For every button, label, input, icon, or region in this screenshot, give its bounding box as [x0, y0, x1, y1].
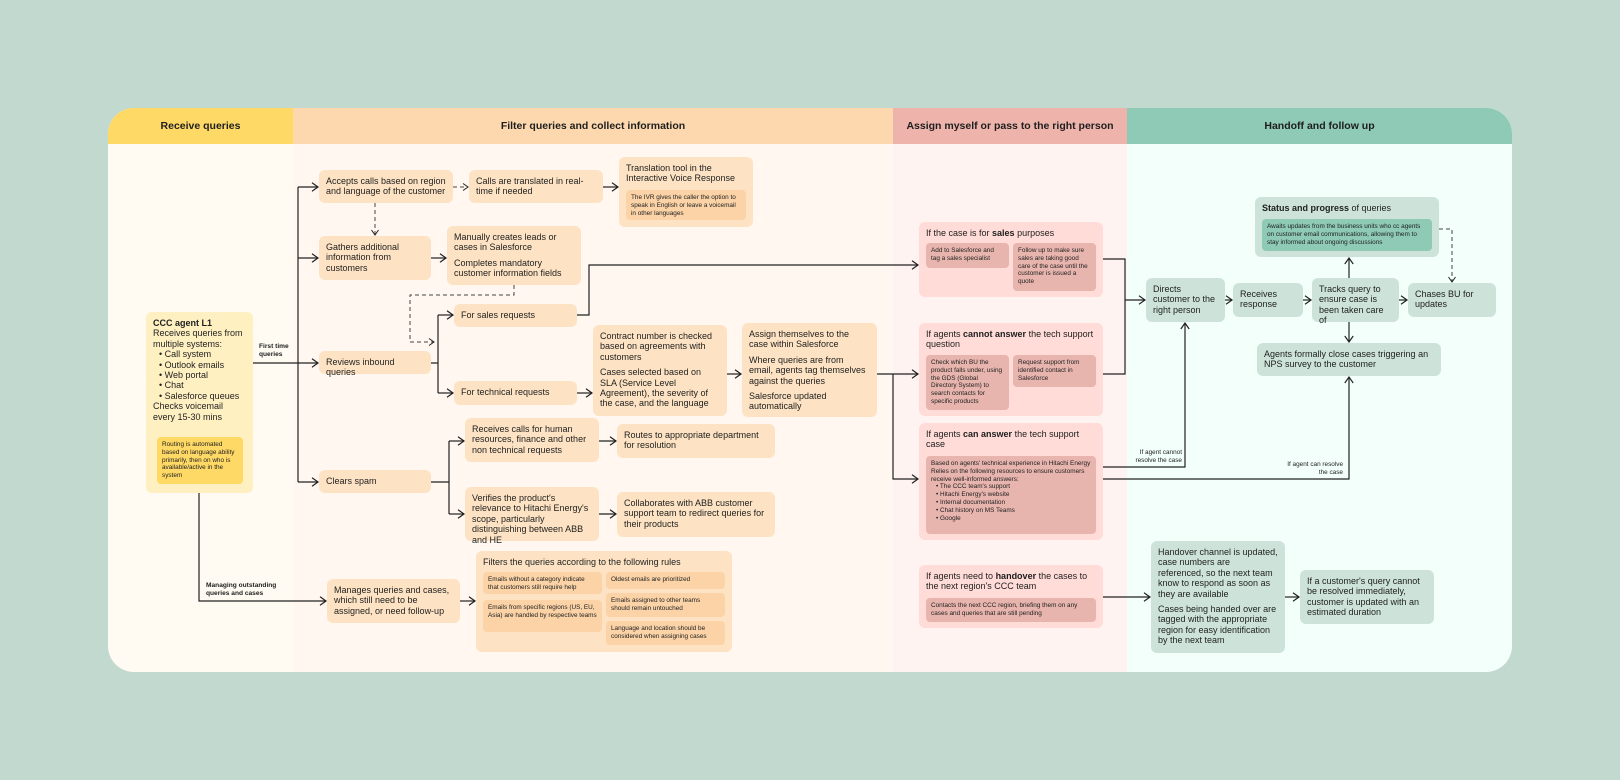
rule-item: Emails from specific regions (US, EU, As… [483, 600, 602, 632]
sla-text: Cases selected based on SLA (Service Lev… [600, 367, 709, 409]
can-answer-title: If agents can answer the tech support ca… [926, 429, 1080, 450]
collaborates-box: Collaborates with ABB customer support t… [617, 492, 775, 537]
resource-item: Google [936, 515, 1091, 523]
hr-calls-box: Receives calls for human resources, fina… [465, 418, 599, 462]
assign-themselves-box: Assign themselves to the case within Sal… [742, 323, 877, 417]
clears-spam-box: Clears spam [319, 470, 431, 493]
manual-leads-text: Manually creates leads or cases in Sales… [454, 232, 557, 253]
contract-check-box: Contract number is checked based on agre… [593, 325, 727, 416]
mandatory-fields-text: Completes mandatory customer information… [454, 257, 562, 279]
cannot-action: Check which BU the product falls under, … [926, 355, 1009, 410]
chases-bu-box: Chases BU for updates [1408, 283, 1496, 317]
system-item: Web portal [159, 370, 246, 380]
systems-list: Call system Outlook emails Web portal Ch… [153, 349, 246, 401]
status-title: Status and progress of queries [1262, 203, 1392, 213]
header-receive: Receive queries [108, 108, 293, 144]
ccc-agent-card: CCC agent L1 Receives queries from multi… [146, 312, 253, 493]
receives-response-box: Receives response [1233, 283, 1303, 317]
routes-box: Routes to appropriate department for res… [617, 424, 775, 458]
resource-item: Hitachi Energy's website [936, 491, 1091, 499]
system-item: Outlook emails [159, 360, 246, 370]
handover-box: If agents need to handover the cases to … [919, 565, 1103, 628]
header-handoff: Handoff and follow up [1127, 108, 1512, 144]
tagged-text: Cases being handed over are tagged with … [1158, 604, 1277, 646]
label-first-time: First time queries [259, 343, 289, 358]
system-item: Salesforce queues [159, 391, 246, 401]
cannot-action: Request support from identified contact … [1013, 355, 1096, 387]
handover-note: Contacts the next CCC region, briefing t… [926, 598, 1096, 622]
channel-text: Handover channel is updated, case number… [1158, 547, 1278, 599]
handover-title: If agents need to handover the cases to … [926, 571, 1088, 592]
reviews-inbound-box: Reviews inbound queries [319, 351, 431, 377]
tracks-query-box: Tracks query to ensure case is been take… [1312, 278, 1399, 325]
routing-note: Routing is automated based on language a… [157, 437, 243, 484]
cannot-answer-box: If agents cannot answer the tech support… [919, 323, 1103, 416]
resources-list: The CCC team's support Hitachi Energy's … [931, 483, 1091, 522]
sales-action: Follow up to make sure sales are taking … [1013, 243, 1096, 291]
calls-translated-box: Calls are translated in real-time if nee… [469, 170, 603, 203]
sales-purposes-title: If the case is for sales purposes [926, 228, 1055, 238]
salesforce-updated-text: Salesforce updated automatically [749, 391, 827, 412]
resources-note: Based on agents' technical experience in… [926, 456, 1096, 534]
tag-text: Where queries are from email, agents tag… [749, 354, 866, 386]
header-assign: Assign myself or pass to the right perso… [893, 108, 1127, 144]
sales-requests-box: For sales requests [454, 304, 577, 327]
close-cases-box: Agents formally close cases triggering a… [1257, 343, 1441, 376]
label-cannot-resolve: If agent cannot resolve the case [1135, 449, 1182, 464]
agent-title: CCC agent L1 [153, 318, 213, 328]
rule-item: Language and location should be consider… [606, 621, 725, 645]
rule-item: Emails assigned to other teams should re… [606, 593, 725, 617]
rules-title: Filters the queries according to the fol… [483, 557, 681, 567]
resource-item: The CCC team's support [936, 483, 1091, 491]
accepts-calls-box: Accepts calls based on region and langua… [319, 170, 453, 203]
experience-text: Based on agents' technical experience in… [931, 460, 1091, 467]
handover-channel-box: Handover channel is updated, case number… [1151, 541, 1285, 653]
manual-leads-box: Manually creates leads or cases in Sales… [447, 226, 581, 285]
translation-tool-title: Translation tool in the Interactive Voic… [626, 163, 736, 184]
directs-box: Directs customer to the right person [1146, 278, 1225, 322]
resources-intro: Relies on the following resources to ens… [931, 467, 1085, 483]
translation-tool-box: Translation tool in the Interactive Voic… [619, 157, 753, 227]
contract-text: Contract number is checked based on agre… [600, 331, 713, 362]
header-filter: Filter queries and collect information [293, 108, 893, 144]
gathers-info-box: Gathers additional information from cust… [319, 236, 431, 280]
agent-intro: Receives queries from multiple systems: [153, 328, 243, 349]
sales-action: Add to Salesforce and tag a sales specia… [926, 243, 1009, 268]
cannot-answer-title: If agents cannot answer the tech support… [926, 329, 1094, 350]
rule-item: Oldest emails are prioritized [606, 572, 725, 589]
customer-updated-box: If a customer's query cannot be resolved… [1300, 570, 1434, 624]
ivr-note: The IVR gives the caller the option to s… [626, 190, 746, 220]
system-item: Call system [159, 349, 246, 359]
status-progress-box: Status and progress of queries Awaits up… [1255, 197, 1439, 257]
column-receive: Receive queries [108, 108, 293, 672]
system-item: Chat [159, 380, 246, 390]
label-can-resolve: If agent can resolve the case [1287, 461, 1343, 476]
assign-text: Assign themselves to the case within Sal… [749, 329, 850, 350]
resource-item: Chat history on MS Teams [936, 507, 1091, 515]
can-answer-box: If agents can answer the tech support ca… [919, 423, 1103, 540]
manages-queries-box: Manages queries and cases, which still n… [327, 579, 460, 623]
technical-requests-box: For technical requests [454, 381, 577, 405]
status-note: Awaits updates from the business units w… [1262, 219, 1432, 251]
resource-item: Internal documentation [936, 499, 1091, 507]
rule-item: Emails without a category indicate that … [483, 572, 602, 594]
verifies-box: Verifies the product's relevance to Hita… [465, 487, 599, 545]
label-managing: Managing outstanding queries and cases [206, 582, 277, 597]
filter-rules-box: Filters the queries according to the fol… [476, 551, 732, 652]
agent-voicemail: Checks voicemail every 15-30 mins [153, 401, 224, 422]
sales-purposes-box: If the case is for sales purposes Add to… [919, 222, 1103, 297]
